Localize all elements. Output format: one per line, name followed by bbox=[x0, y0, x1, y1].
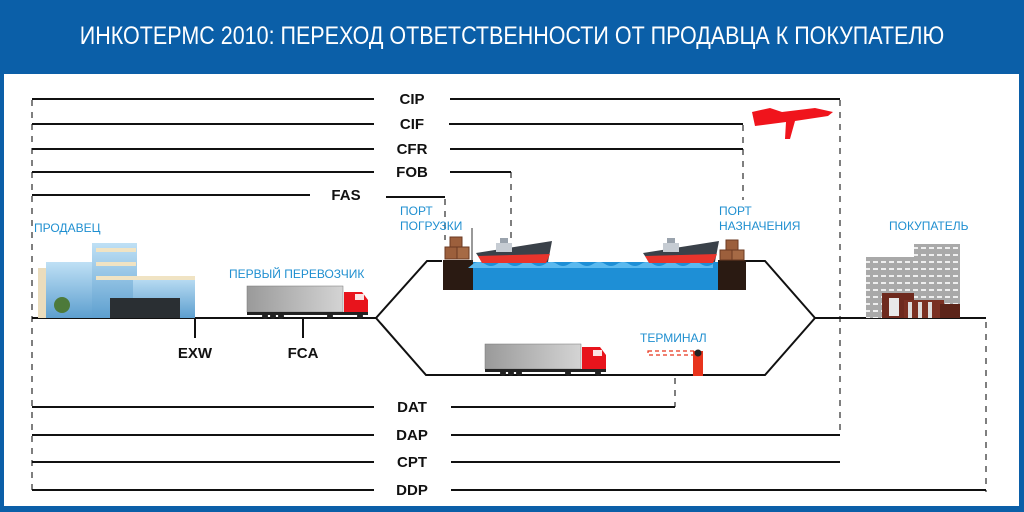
label-port-dest-2: НАЗНАЧЕНИЯ bbox=[719, 219, 800, 233]
cargo-ship-icon-dest bbox=[643, 238, 719, 263]
top-term-lines bbox=[32, 98, 840, 198]
term-exw: EXW bbox=[178, 345, 213, 362]
sea-route-in bbox=[375, 260, 442, 319]
cargo-boxes-icon bbox=[444, 236, 470, 260]
header-bar: ИНКОТЕРМС 2010: ПЕРЕХОД ОТВЕТСТВЕННОСТИ … bbox=[0, 0, 1024, 70]
term-dat: DAT bbox=[397, 399, 427, 416]
term-cfr: CFR bbox=[397, 141, 428, 158]
label-port-loading-2: ПОГРУЗКИ bbox=[400, 219, 462, 233]
label-port-dest-1: ПОРТ bbox=[719, 204, 752, 218]
sea-route-out bbox=[744, 260, 816, 319]
label-port-loading-1: ПОРТ bbox=[400, 204, 433, 218]
label-seller: ПРОДАВЕЦ bbox=[34, 221, 101, 235]
cargo-ship-icon bbox=[476, 238, 552, 263]
term-fas: FAS bbox=[331, 187, 360, 204]
office-building-icon bbox=[38, 243, 195, 318]
term-fca: FCA bbox=[288, 345, 319, 362]
term-fob: FOB bbox=[396, 164, 428, 181]
cargo-boxes-icon-dest bbox=[719, 239, 745, 261]
apartment-building-icon bbox=[866, 244, 960, 318]
term-cif: CIF bbox=[400, 116, 424, 133]
term-cpt: CPT bbox=[397, 454, 427, 471]
sea-waves bbox=[468, 262, 713, 268]
term-dap: DAP bbox=[396, 427, 428, 444]
label-terminal: ТЕРМИНАЛ bbox=[640, 331, 707, 345]
airplane-icon bbox=[752, 108, 833, 139]
truck-icon bbox=[246, 285, 368, 319]
land-route bbox=[375, 317, 816, 376]
boundary-dashes bbox=[31, 100, 987, 492]
destination-dock bbox=[718, 260, 746, 290]
bottom-term-lines bbox=[32, 406, 986, 491]
page-title: ИНКОТЕРМС 2010: ПЕРЕХОД ОТВЕТСТВЕННОСТИ … bbox=[79, 22, 945, 50]
term-ddp: DDP bbox=[396, 482, 428, 499]
label-buyer: ПОКУПАТЕЛЬ bbox=[889, 219, 969, 233]
loading-dock bbox=[443, 260, 473, 290]
boom-barrier-icon bbox=[647, 349, 703, 376]
label-first-carrier: ПЕРВЫЙ ПЕРЕВОЗЧИК bbox=[229, 266, 364, 281]
term-cip: CIP bbox=[399, 91, 424, 108]
truck-icon-terminal bbox=[484, 343, 606, 376]
